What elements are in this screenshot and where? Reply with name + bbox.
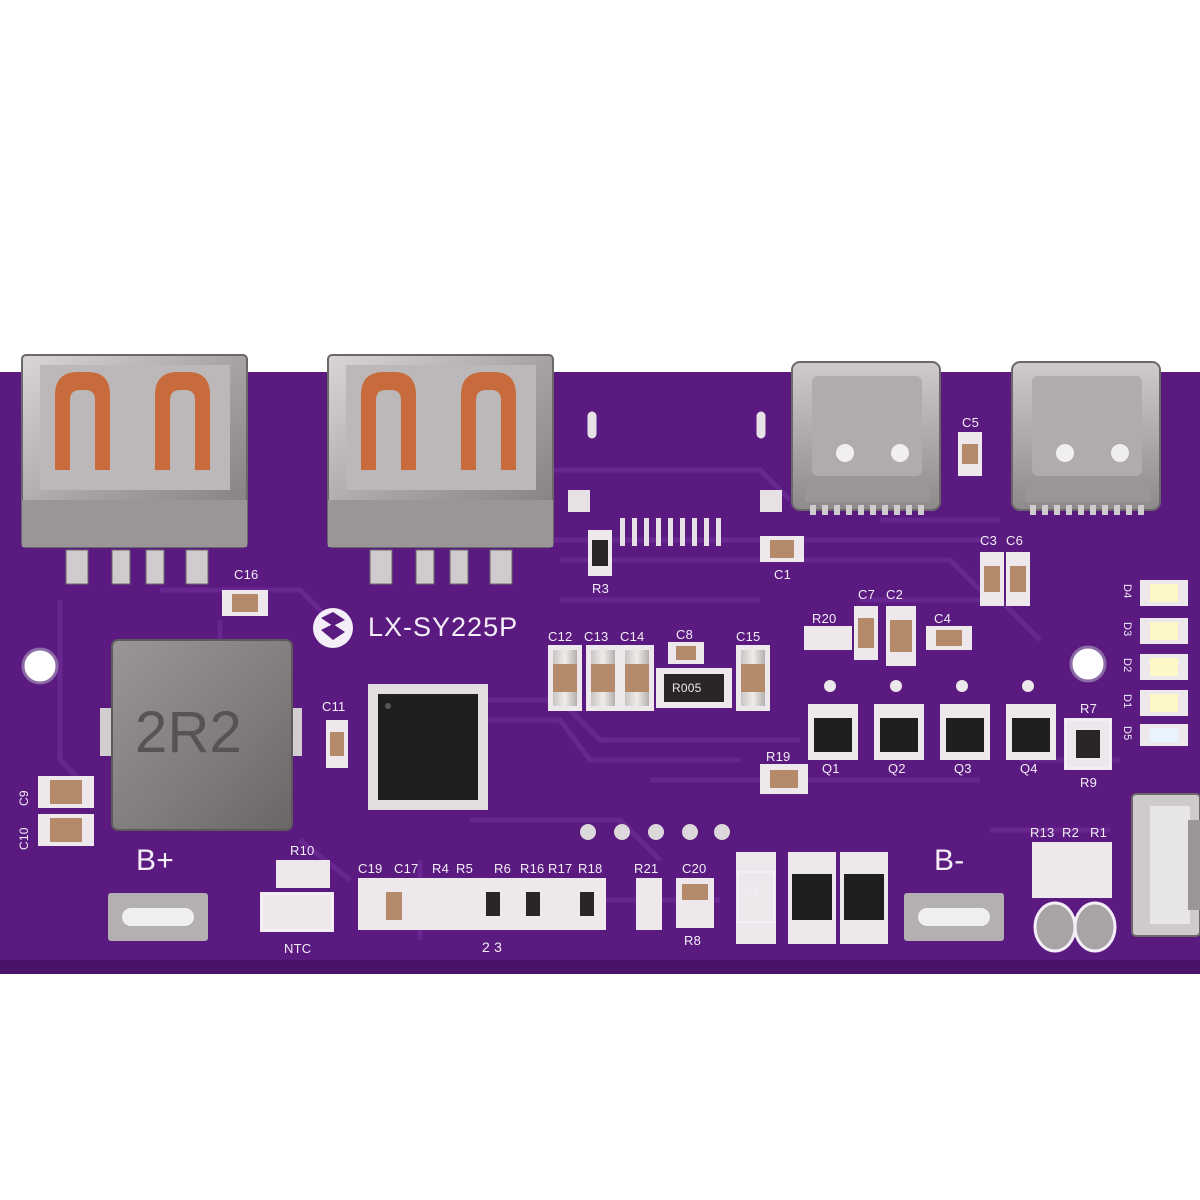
led-icon bbox=[1140, 724, 1188, 746]
label-r17: R17 bbox=[548, 861, 573, 876]
mounting-hole-left bbox=[21, 647, 59, 685]
main-ic bbox=[368, 684, 488, 810]
label-c4: C4 bbox=[934, 611, 952, 626]
label-c20: C20 bbox=[682, 861, 707, 876]
label-d2: D2 bbox=[1121, 658, 1133, 673]
square-pad bbox=[568, 490, 590, 512]
label-r1: R1 bbox=[1090, 825, 1108, 840]
label-r20: R20 bbox=[812, 611, 837, 626]
led-icon bbox=[1140, 690, 1188, 716]
label-r21: R21 bbox=[634, 861, 659, 876]
label-c17: C17 bbox=[394, 861, 419, 876]
mosfet-q2 bbox=[874, 680, 924, 760]
fine-pitch-pads bbox=[620, 518, 721, 546]
label-d5: D5 bbox=[1121, 726, 1133, 741]
label-c14: C14 bbox=[620, 629, 645, 644]
label-u3: U3 bbox=[744, 885, 759, 897]
ntc-label: NTC bbox=[284, 941, 312, 956]
battery-pad-positive bbox=[108, 893, 208, 941]
slot-pad bbox=[753, 408, 769, 442]
label-c19: C19 bbox=[358, 861, 383, 876]
label-r5: R5 bbox=[456, 861, 474, 876]
pin-numbers-label: 2 3 bbox=[482, 939, 503, 955]
label-c12: C12 bbox=[548, 629, 573, 644]
label-c16: C16 bbox=[234, 567, 259, 582]
label-q2: Q2 bbox=[888, 761, 906, 776]
usb-c-port-icon bbox=[791, 361, 941, 515]
label-c5: C5 bbox=[962, 415, 980, 430]
mounting-hole-right bbox=[1069, 645, 1107, 683]
label-r13: R13 bbox=[1030, 825, 1055, 840]
label-r3: R3 bbox=[592, 581, 610, 596]
battery-minus-label: B- bbox=[934, 844, 965, 877]
pcb-edge-shadow bbox=[0, 960, 1200, 974]
square-pad bbox=[760, 490, 782, 512]
sot23-parts bbox=[788, 852, 888, 944]
battery-plus-label: B+ bbox=[136, 844, 174, 877]
label-r18: R18 bbox=[578, 861, 603, 876]
mosfet-q3 bbox=[940, 680, 990, 760]
usb-c-port-icon bbox=[1011, 361, 1161, 515]
label-q3: Q3 bbox=[954, 761, 972, 776]
label-r8: R8 bbox=[684, 933, 702, 948]
slot-pad bbox=[584, 408, 600, 442]
through-hole-row bbox=[580, 824, 730, 840]
label-r7: R7 bbox=[1080, 701, 1098, 716]
label-r10: R10 bbox=[290, 843, 315, 858]
inductor-marking: 2R2 bbox=[135, 700, 242, 765]
sense-resistor-marking: R005 bbox=[672, 681, 702, 695]
mosfet-q4 bbox=[1006, 680, 1056, 760]
label-r16: R16 bbox=[520, 861, 545, 876]
label-c7: C7 bbox=[858, 587, 876, 602]
label-c11: C11 bbox=[322, 699, 346, 714]
label-c9: C9 bbox=[17, 790, 31, 806]
mosfet-q1 bbox=[808, 680, 858, 760]
label-d1: D1 bbox=[1121, 694, 1133, 709]
label-c15: C15 bbox=[736, 629, 761, 644]
sense-resistor bbox=[656, 668, 732, 708]
led-icon bbox=[1140, 580, 1188, 606]
round-pads bbox=[1033, 901, 1117, 953]
capacitor-c8-body bbox=[676, 646, 696, 660]
label-q4: Q4 bbox=[1020, 761, 1038, 776]
inductor bbox=[100, 639, 302, 831]
led-icon bbox=[1140, 618, 1188, 644]
logo-icon bbox=[313, 608, 353, 648]
label-c6: C6 bbox=[1006, 533, 1024, 548]
battery-pad-negative bbox=[904, 893, 1004, 941]
label-c8: C8 bbox=[676, 627, 694, 642]
label-c2: C2 bbox=[886, 587, 904, 602]
label-r2: R2 bbox=[1062, 825, 1080, 840]
side-connector bbox=[1131, 793, 1200, 937]
label-r6: R6 bbox=[494, 861, 512, 876]
smd-outlines bbox=[261, 719, 1111, 931]
label-c3: C3 bbox=[980, 533, 998, 548]
label-c10: C10 bbox=[17, 827, 31, 850]
label-r19: R19 bbox=[766, 749, 791, 764]
label-d4: D4 bbox=[1121, 584, 1133, 599]
label-c13: C13 bbox=[584, 629, 609, 644]
label-r9: R9 bbox=[1080, 775, 1098, 790]
label-q1: Q1 bbox=[822, 761, 840, 776]
capacitor-bank bbox=[548, 645, 770, 711]
label-c1: C1 bbox=[774, 567, 792, 582]
led-icon bbox=[1140, 654, 1188, 680]
usb-a-port-icon bbox=[21, 354, 248, 585]
label-d3: D3 bbox=[1121, 622, 1133, 637]
smd-part-bodies bbox=[50, 444, 1100, 920]
usb-a-port-icon bbox=[327, 354, 554, 585]
label-r4: R4 bbox=[432, 861, 450, 876]
model-marking: LX-SY225P bbox=[368, 612, 519, 642]
